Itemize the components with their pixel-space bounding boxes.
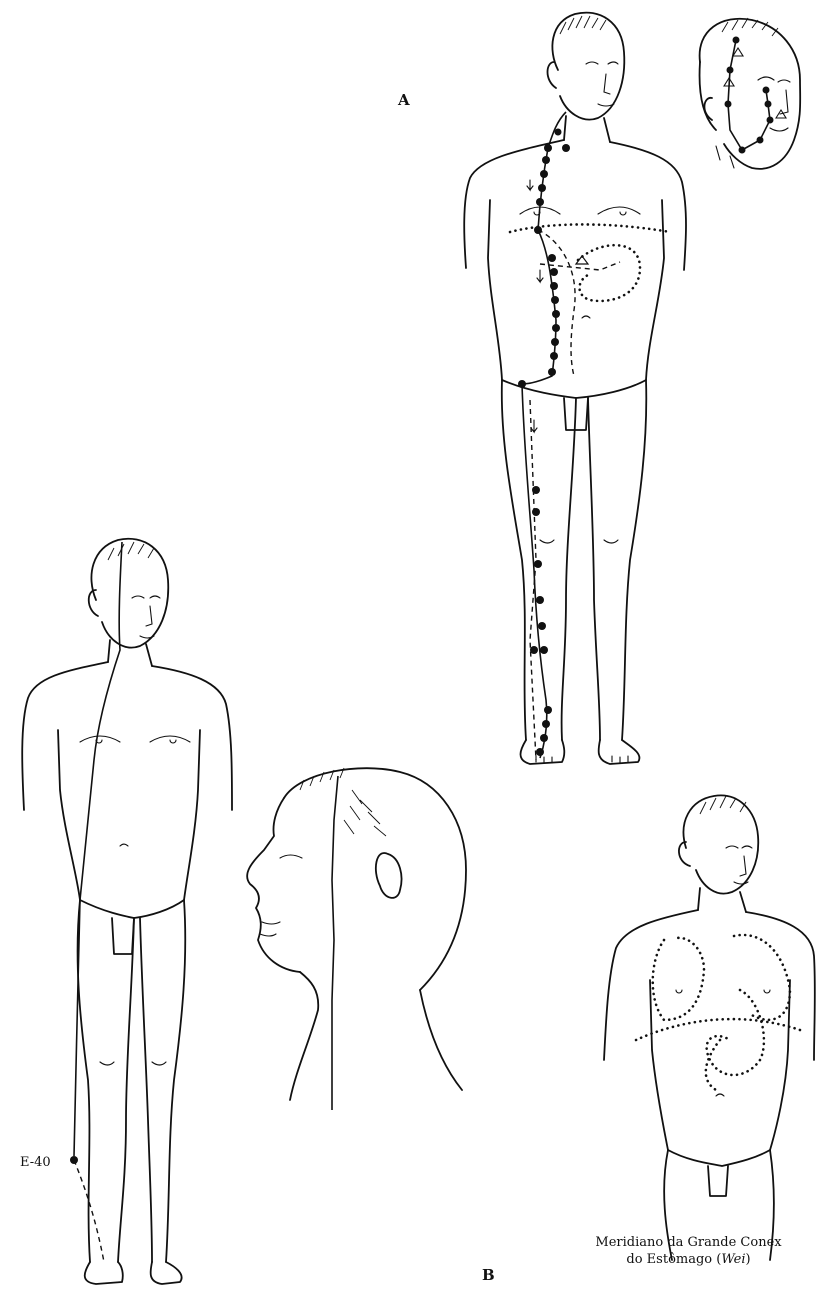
figure-a-acupoints [518, 129, 570, 757]
figure-b-label: B [482, 1266, 495, 1284]
figure-a-body [464, 13, 686, 764]
caption-line-2-end: ) [746, 1252, 751, 1267]
face-inset [700, 18, 801, 169]
figure-b-head-profile [247, 768, 466, 1110]
caption-italic-term: Wei [721, 1252, 745, 1267]
acupoint-e40-label: E-40 [20, 1155, 51, 1170]
figure-b-body [22, 539, 232, 1284]
caption-line-2-text: do Estômago ( [626, 1252, 721, 1267]
figure-a-label: A [398, 91, 410, 109]
figure-b-torso-organs [604, 795, 815, 1260]
caption-line-2: do Estômago (Wei) [560, 1251, 817, 1268]
caption-line-1: Meridiano da Grande Conex [560, 1234, 817, 1251]
figure-caption: Meridiano da Grande Conex do Estômago (W… [560, 1234, 817, 1268]
